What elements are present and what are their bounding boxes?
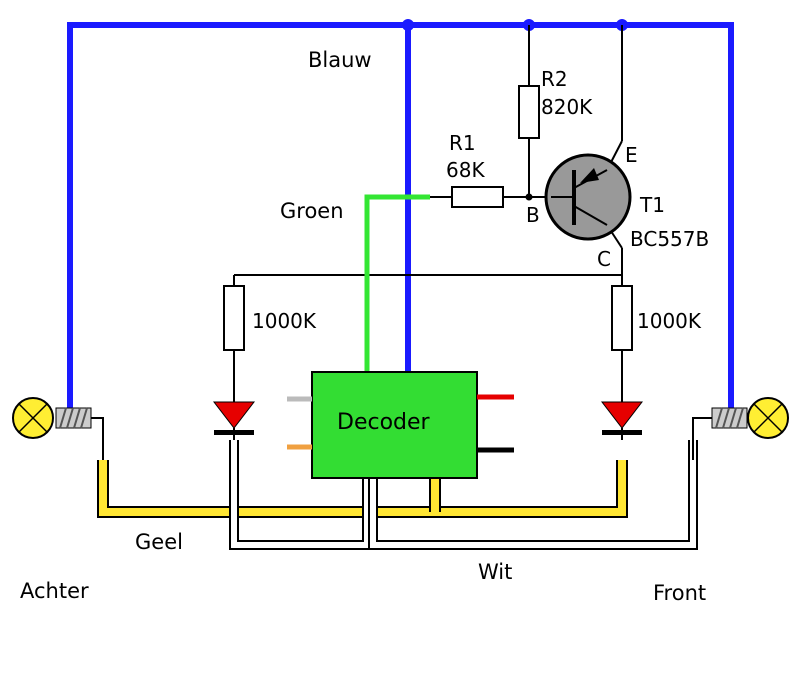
label-yellow-wire: Geel [135, 530, 183, 554]
resistor-r2 [518, 85, 540, 139]
label-decoder: Decoder [337, 410, 431, 435]
label-rear: Achter [20, 579, 89, 603]
junction-dot [402, 19, 414, 31]
label-transistor-type: BC557B [630, 227, 709, 251]
blue-wire-outer [67, 22, 734, 413]
base-junction-dot [525, 193, 533, 201]
emitter-arrow-icon [580, 168, 599, 183]
decoder-module [287, 371, 514, 479]
label-r2-value: 820K [541, 95, 593, 119]
resistor-left-1000k [223, 285, 245, 351]
label-right-resistor-value: 1000K [637, 309, 702, 333]
white-wires [229, 440, 698, 550]
label-green-wire: Groen [280, 199, 344, 223]
green-wire [364, 194, 430, 372]
label-r1-value: 68K [446, 158, 485, 182]
label-transistor-name: T1 [639, 193, 665, 217]
label-pin-e: E [625, 143, 638, 167]
lamp-front [711, 397, 789, 439]
label-r1-name: R1 [449, 131, 476, 155]
lamp-rear [12, 397, 92, 439]
transistor-t1 [544, 153, 632, 241]
label-blue-wire: Blauw [308, 48, 372, 72]
resistor-r1 [451, 186, 504, 208]
label-pin-c: C [597, 247, 611, 271]
blue-wires [67, 22, 734, 413]
led-left [212, 401, 256, 440]
label-white-wire: Wit [478, 560, 512, 584]
label-r2-name: R2 [541, 67, 568, 91]
label-pin-b: B [526, 203, 540, 227]
black-wires [233, 25, 623, 402]
lamp-leads [91, 417, 712, 460]
resistor-right-1000k [611, 285, 633, 351]
label-front: Front [653, 581, 706, 605]
led-right [600, 401, 644, 440]
label-left-resistor-value: 1000K [252, 309, 317, 333]
